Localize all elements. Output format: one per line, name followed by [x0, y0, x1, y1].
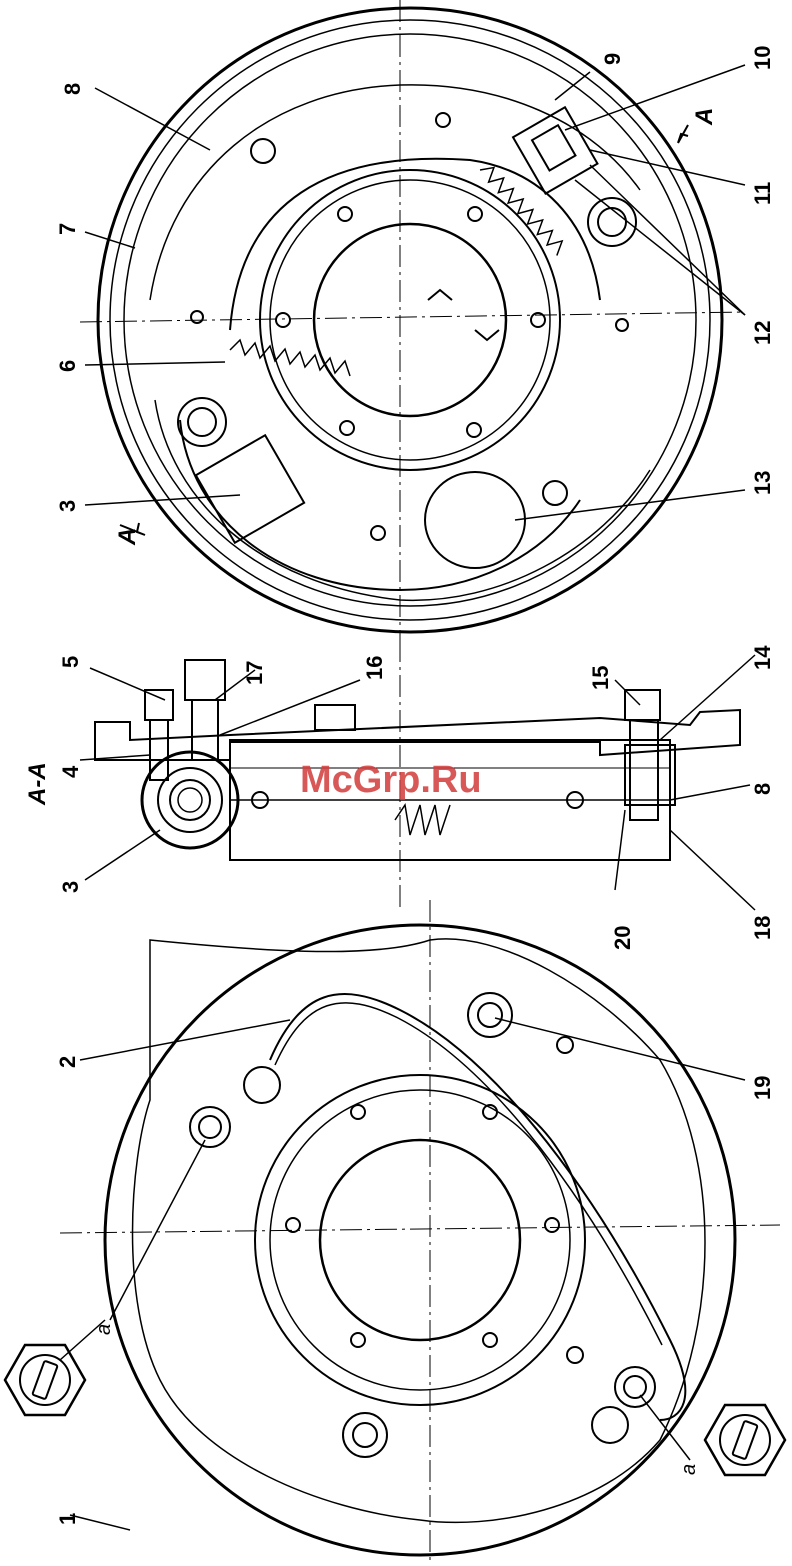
label-1: 1: [55, 1513, 80, 1525]
label-3-section: 3: [58, 881, 83, 893]
label-12: 12: [750, 321, 775, 345]
label-13: 13: [750, 471, 775, 495]
label-9: 9: [600, 53, 625, 65]
label-2: 2: [55, 1056, 80, 1068]
section-marker-right: A: [691, 108, 718, 126]
label-5: 5: [58, 656, 83, 668]
detail-letter-right: a: [678, 1464, 700, 1475]
label-7: 7: [55, 223, 80, 235]
label-17: 17: [242, 661, 267, 685]
watermark: McGrp.Ru: [300, 759, 482, 801]
label-14: 14: [750, 645, 775, 670]
label-10: 10: [750, 46, 775, 70]
detail-letter-left: a: [93, 1324, 115, 1335]
label-11: 11: [750, 182, 775, 205]
section-marker-left: A: [114, 528, 141, 546]
label-20: 20: [610, 926, 635, 950]
label-6: 6: [55, 360, 80, 372]
label-8-section: 8: [750, 783, 775, 795]
section-title: A-A: [24, 762, 51, 806]
label-18: 18: [750, 916, 775, 940]
label-16: 16: [362, 656, 387, 680]
label-4: 4: [58, 765, 83, 778]
label-15: 15: [588, 666, 613, 690]
label-19: 19: [750, 1076, 775, 1100]
label-8: 8: [60, 83, 85, 95]
label-3-top: 3: [55, 500, 80, 512]
